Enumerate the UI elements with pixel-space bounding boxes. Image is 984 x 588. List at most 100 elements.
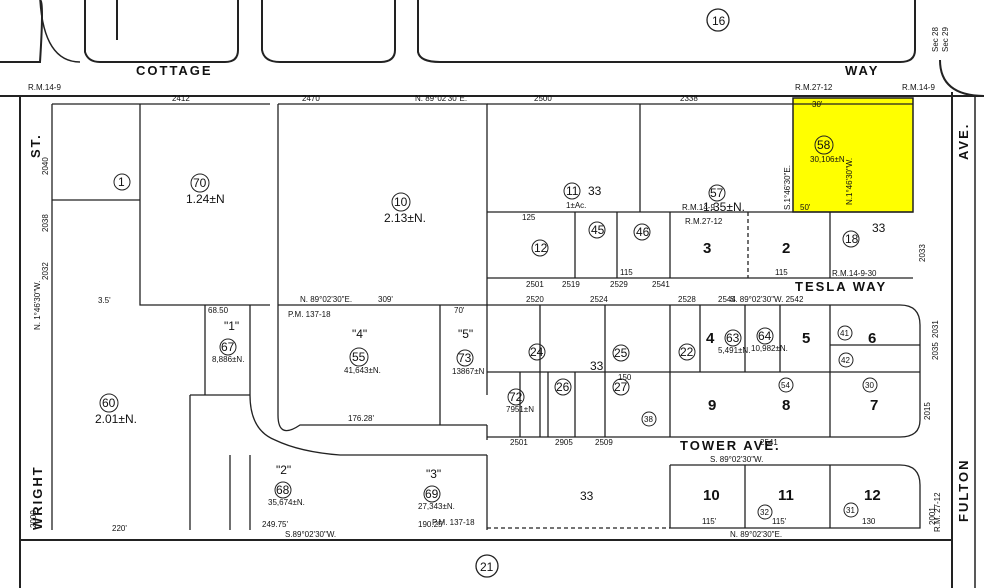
svg-text:S.1°46'30"E.: S.1°46'30"E. xyxy=(783,165,792,210)
svg-text:33: 33 xyxy=(580,489,594,503)
svg-text:25: 25 xyxy=(614,346,628,360)
svg-text:R.M.14-9: R.M.14-9 xyxy=(682,203,715,212)
svg-text:1.24±N: 1.24±N xyxy=(186,192,225,206)
lot-5: 5 xyxy=(802,330,810,347)
svg-text:41: 41 xyxy=(840,329,849,338)
svg-text:2541: 2541 xyxy=(652,280,670,289)
svg-text:P.M. 137-18: P.M. 137-18 xyxy=(288,310,331,319)
svg-text:"5": "5" xyxy=(458,327,473,341)
svg-text:309': 309' xyxy=(378,295,393,304)
svg-text:13867±N: 13867±N xyxy=(452,367,485,376)
lot-numbers: 3 2 4 5 6 9 8 7 10 11 12 xyxy=(703,240,881,504)
svg-text:2412: 2412 xyxy=(172,94,190,103)
lot-11: 11 xyxy=(778,487,794,504)
parcel-60: 602.01±N. xyxy=(95,393,137,426)
svg-text:45: 45 xyxy=(591,223,605,237)
lot-7: 7 xyxy=(870,397,878,414)
parcel-32: 32 xyxy=(757,504,773,520)
svg-text:10: 10 xyxy=(394,195,408,209)
svg-text:N. 89°02'30"E.: N. 89°02'30"E. xyxy=(415,94,467,103)
parcel-22: 22 xyxy=(678,343,696,361)
sub-lots: "1" "2" "3" "4" "5" 33 33 xyxy=(224,319,604,503)
parcel-67: 678,886±N. xyxy=(212,338,244,364)
svg-text:2501: 2501 xyxy=(526,280,544,289)
svg-text:69: 69 xyxy=(425,487,439,501)
lot-9: 9 xyxy=(708,397,716,414)
section-28: Sec 28 xyxy=(931,27,940,52)
parcel-26: 26 xyxy=(554,378,572,396)
parcel-41: 41 xyxy=(837,325,853,341)
block-numbers: 16 21 Sec 28 Sec 29 xyxy=(475,8,950,578)
svg-text:N. 89°02'30"E.: N. 89°02'30"E. xyxy=(730,530,782,539)
svg-text:30,106±N: 30,106±N xyxy=(810,155,845,164)
svg-text:8,886±N.: 8,886±N. xyxy=(212,355,244,364)
svg-text:27,343±N.: 27,343±N. xyxy=(418,502,455,511)
svg-text:70: 70 xyxy=(193,176,207,190)
svg-text:54: 54 xyxy=(781,381,790,390)
svg-text:2000: 2000 xyxy=(29,510,38,528)
svg-text:3.5': 3.5' xyxy=(98,296,111,305)
parcel-57: 571.35±N. xyxy=(703,184,745,214)
parcel-11: 111±Ac.33 xyxy=(563,182,602,210)
svg-text:26: 26 xyxy=(556,380,570,394)
svg-text:2.13±N.: 2.13±N. xyxy=(384,211,426,225)
svg-text:2524: 2524 xyxy=(590,295,608,304)
lot-10: 10 xyxy=(703,487,720,504)
parcel-25: 25 xyxy=(612,344,630,362)
svg-text:R.M.14-9-30: R.M.14-9-30 xyxy=(832,269,877,278)
svg-text:150: 150 xyxy=(618,373,632,382)
svg-text:60: 60 xyxy=(102,396,116,410)
svg-text:35,674±N.: 35,674±N. xyxy=(268,498,305,507)
street-way: WAY xyxy=(845,63,879,78)
parcel-lines xyxy=(51,103,921,530)
svg-text:18: 18 xyxy=(845,232,859,246)
svg-text:68.50: 68.50 xyxy=(208,306,229,315)
parcel-58: 58 30,106±N xyxy=(810,135,845,164)
parcel-30: 30 xyxy=(862,377,878,393)
bearings: N. 89°02'30"E. S. 89°02'30"W. 2542 N. 89… xyxy=(33,94,854,539)
section-29: Sec 29 xyxy=(941,27,950,52)
addresses: 2412 2470 2500 2338 2501 2519 2529 2541 … xyxy=(29,94,940,528)
svg-text:41,643±N.: 41,643±N. xyxy=(344,366,381,375)
svg-text:R.M.27-12: R.M.27-12 xyxy=(795,83,833,92)
street-wright: WRIGHT xyxy=(30,465,45,530)
svg-text:67: 67 xyxy=(221,340,235,354)
map-references: R.M.14-9 R.M.27-12 R.M.14-9 R.M.27-12 R.… xyxy=(28,83,942,532)
svg-text:2470: 2470 xyxy=(302,94,320,103)
svg-text:2528: 2528 xyxy=(678,295,696,304)
svg-text:50': 50' xyxy=(800,203,811,212)
svg-text:70': 70' xyxy=(454,306,465,315)
svg-text:58: 58 xyxy=(817,138,831,152)
lot-2: 2 xyxy=(782,240,790,257)
svg-text:P.M. 137-18: P.M. 137-18 xyxy=(432,518,475,527)
svg-text:12: 12 xyxy=(534,241,548,255)
parcel-numbers: 1 70 1.24±N 10 2.13±N. 111±Ac.33 571.35±N.… xyxy=(95,135,886,520)
svg-text:R.M.14-9: R.M.14-9 xyxy=(28,83,61,92)
parcel-63: 635,491±N. xyxy=(718,329,750,355)
parcel-45: 45 xyxy=(588,221,606,239)
svg-text:2038: 2038 xyxy=(41,214,50,232)
svg-text:32: 32 xyxy=(760,508,769,517)
parcel-1: 1 xyxy=(113,173,131,191)
street-tesla-way: TESLA WAY xyxy=(795,279,887,294)
lot-3: 3 xyxy=(703,240,711,257)
svg-text:31: 31 xyxy=(846,506,855,515)
svg-text:72: 72 xyxy=(509,390,523,404)
parcel-10: 10 2.13±N. xyxy=(384,192,426,225)
svg-text:2509: 2509 xyxy=(595,438,613,447)
svg-text:"4": "4" xyxy=(352,327,367,341)
svg-text:249.75': 249.75' xyxy=(262,520,288,529)
svg-text:2040: 2040 xyxy=(41,157,50,175)
svg-text:30: 30 xyxy=(865,381,874,390)
svg-text:S.89°02'30"W.: S.89°02'30"W. xyxy=(285,530,336,539)
svg-text:2529: 2529 xyxy=(610,280,628,289)
svg-text:68: 68 xyxy=(276,483,290,497)
svg-text:"2": "2" xyxy=(276,463,291,477)
svg-text:"3": "3" xyxy=(426,467,441,481)
svg-text:115: 115 xyxy=(775,268,788,277)
